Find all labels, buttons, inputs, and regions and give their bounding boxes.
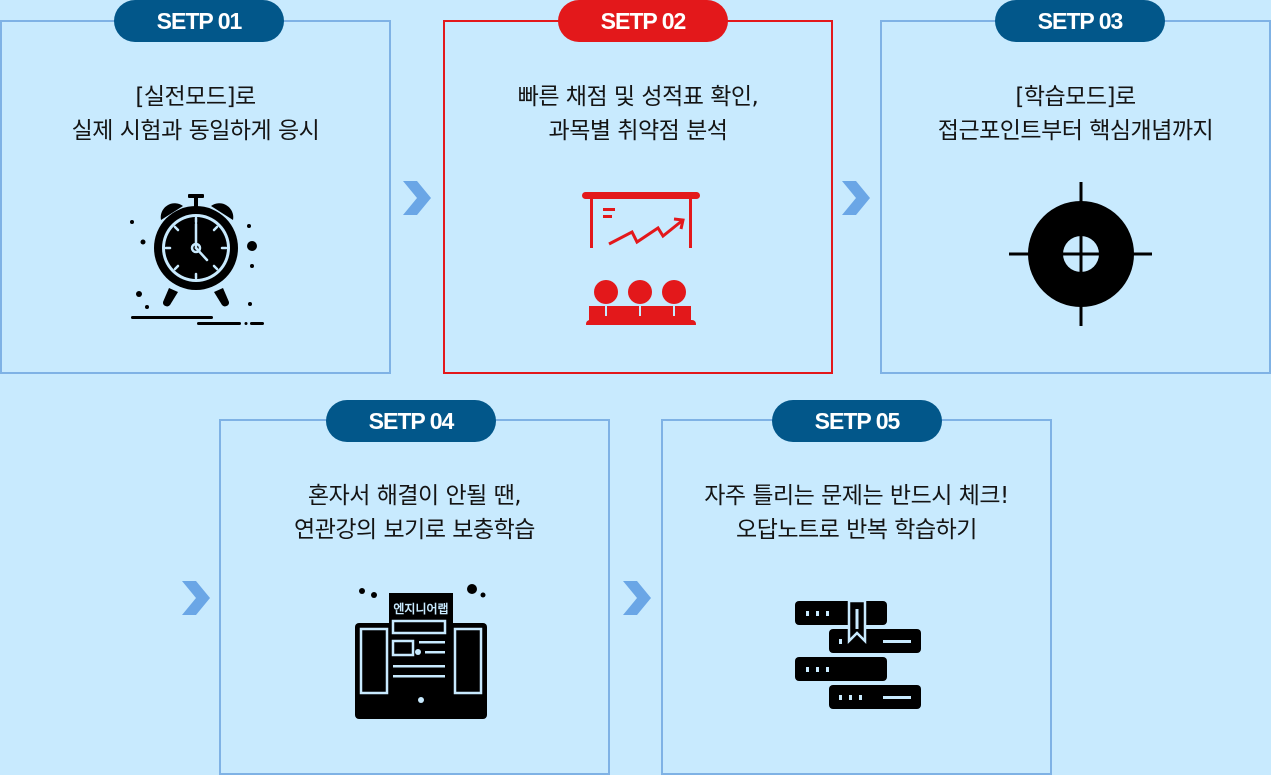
step-line: 오답노트로 반복 학습하기 [736,517,977,543]
chevron-right-icon [403,181,431,215]
step-card-1: [실전모드]로 실제 시험과 동일하게 응시 [0,20,391,374]
step-line: [학습모드]로 [1015,84,1136,110]
step-line: [실전모드]로 [135,84,256,110]
alarm-clock-icon [130,194,264,325]
monitor-lecture-icon: 엔지니어랩 [355,584,487,719]
chevron-right-icon [623,581,651,615]
step-description: [학습모드]로 접근포인트부터 핵심개념까지 [882,80,1269,148]
step-line: 혼자서 해결이 안될 땐, [307,483,522,509]
target-crosshair-icon [1009,182,1152,326]
step-badge-2: SETP 02 [558,0,728,42]
step-line: 실제 시험과 동일하게 응시 [71,118,320,144]
step-description: 자주 틀리는 문제는 반드시 체크! 오답노트로 반복 학습하기 [663,479,1050,547]
step-description: 혼자서 해결이 안될 땐, 연관강의 보기로 보충학습 [221,479,608,547]
step-badge-3: SETP 03 [995,0,1165,42]
step-line: 연관강의 보기로 보충학습 [294,517,535,543]
icon-brand-label: 엔지니어랩 [393,601,448,616]
step-badge-1: SETP 01 [114,0,284,42]
step-line: 자주 틀리는 문제는 반드시 체크! [704,483,1009,509]
book-stack-icon [795,599,921,709]
step-line: 과목별 취약점 분석 [548,118,728,144]
chevron-right-icon [182,581,210,615]
step-card-2: 빠른 채점 및 성적표 확인, 과목별 취약점 분석 [443,20,833,374]
step-badge-5: SETP 05 [772,400,942,442]
step-card-3: [학습모드]로 접근포인트부터 핵심개념까지 [880,20,1271,374]
step-line: 접근포인트부터 핵심개념까지 [937,118,1214,144]
step-card-5: 자주 틀리는 문제는 반드시 체크! 오답노트로 반복 학습하기 [661,419,1052,775]
step-card-4: 혼자서 해결이 안될 땐, 연관강의 보기로 보충학습 엔지니어랩 [219,419,610,775]
step-line: 빠른 채점 및 성적표 확인, [517,84,759,110]
chevron-right-icon [842,181,870,215]
presentation-chart-icon [582,192,700,325]
step-description: 빠른 채점 및 성적표 확인, 과목별 취약점 분석 [445,80,831,148]
step-description: [실전모드]로 실제 시험과 동일하게 응시 [2,80,389,148]
step-badge-4: SETP 04 [326,400,496,442]
